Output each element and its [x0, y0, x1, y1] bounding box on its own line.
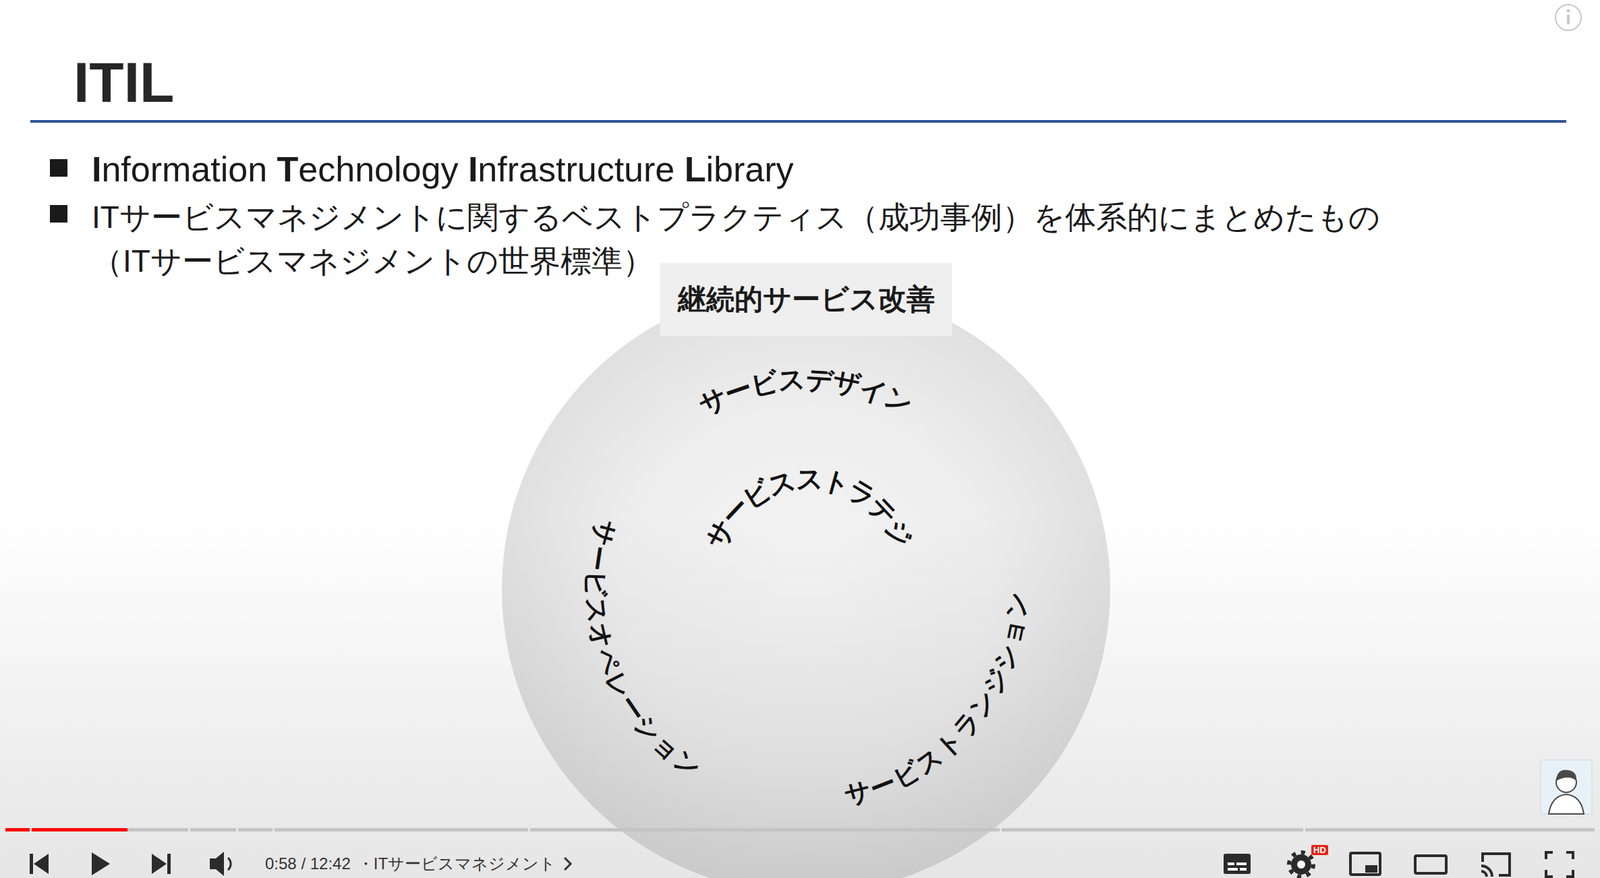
play-icon [91, 852, 110, 876]
word-gap [267, 149, 277, 189]
played-segment [31, 828, 128, 832]
label-glyph: ス [582, 596, 612, 626]
ring-label: 継続的サービス改善 [660, 263, 953, 336]
label-glyph: ス [795, 465, 823, 493]
miniplayer-inner [1365, 865, 1378, 873]
initial-letter: T [277, 149, 299, 189]
avatar-body [1548, 794, 1584, 815]
label-glyph: デ [804, 364, 834, 394]
subtitles-icon [1223, 853, 1251, 875]
progress-segment [1305, 828, 1595, 832]
chapter-chevron [562, 855, 574, 873]
right-controls [1223, 852, 1574, 877]
initial-letter: L [684, 149, 707, 189]
label-glyph: ー [583, 543, 613, 573]
avatar-hair [1556, 770, 1577, 782]
arrow-label: サービスストラテジ [501, 285, 1111, 878]
label-wrap: ITサービスマネジメントに関するベストプラクティス（成功事例）を体系的にまとめた… [91, 195, 1389, 284]
title-wrap: ITIL [73, 53, 175, 111]
word-gap [458, 149, 468, 189]
subtitles-line [1239, 868, 1247, 871]
volume-icon [209, 851, 224, 877]
label-wrap: Information Technology Infrastructure Li… [91, 149, 794, 190]
cast-waves [1481, 866, 1493, 877]
left-controls [29, 851, 231, 877]
info-icon [1555, 4, 1582, 31]
text-line: ITサービスマネジメントに関するベストプラクティス（成功事例）を体系的にまとめた… [91, 195, 1389, 240]
improvement-ring: サービスデザインサービストランジションサービスオペレーションサービスストラテジ継… [501, 285, 1111, 878]
word-gap [674, 149, 684, 189]
word-rest: ibrary [705, 149, 794, 189]
settings-icon [1291, 854, 1312, 875]
hd-badge: HD [1311, 845, 1329, 856]
word-rest: nformation [101, 149, 268, 189]
arrow-label: サービスオペレーション [501, 285, 1111, 878]
bullet-text: ITサービスマネジメントに関するベストプラクティス（成功事例）を体系的にまとめた… [91, 195, 1389, 284]
title-rule [30, 120, 1567, 123]
volume-wave [227, 858, 231, 871]
progress-segment [31, 828, 189, 832]
progress-segment [190, 828, 237, 832]
progress-segment [5, 828, 30, 832]
theater-icon [1415, 855, 1447, 874]
label-glyph: ン [1002, 590, 1031, 620]
cast-icon [1482, 853, 1510, 876]
progress-played [5, 828, 128, 832]
label-wrap: HD [1311, 845, 1329, 856]
subtitles-line [1236, 862, 1247, 866]
settings-hole [1297, 860, 1306, 869]
presenter-avatar [1540, 760, 1592, 815]
miniplayer-icon [1350, 853, 1381, 875]
time-row: 0:58 / 12:42 ・ITサービスマネジメント [265, 853, 574, 875]
info-icon-stem [1566, 14, 1570, 25]
initial-letter: I [468, 149, 478, 189]
fullscreen-icon [1546, 852, 1574, 877]
subtitles-line [1227, 862, 1235, 866]
progress-segment [530, 828, 1000, 832]
text-line: （ITサービスマネジメントの世界標準） [91, 239, 1389, 284]
label-glyph: ビ [748, 366, 781, 399]
slide-title: ITIL [73, 53, 175, 111]
strategy-arrow: サービスストラテジ [501, 285, 1111, 878]
progress-track [5, 828, 1595, 832]
next-icon-bar [167, 853, 171, 875]
chapter-title: ・ITサービスマネジメント [357, 853, 556, 875]
chevron-path [564, 858, 571, 871]
operation-arrow: サービスオペレーション [501, 285, 1111, 878]
next-icon [151, 853, 167, 875]
progress-segment [238, 828, 273, 832]
label-glyph: ス [777, 364, 807, 394]
label-glyph: ョ [996, 615, 1028, 647]
played-segment [5, 828, 30, 832]
label-glyph: ビ [582, 570, 610, 598]
progress-segment [1001, 828, 1304, 832]
word-rest: echnology [298, 149, 459, 189]
word-rest: nfrastructure [477, 149, 675, 189]
bullet-square [49, 159, 68, 177]
initial-letter: I [91, 149, 102, 189]
bullet-text: Information Technology Infrastructure Li… [91, 149, 794, 190]
settings-teeth [1289, 852, 1314, 877]
bullet-square [49, 205, 68, 223]
info-icon-dot [1566, 9, 1571, 13]
avatar-frame [1540, 760, 1592, 815]
prev-icon-bar [29, 853, 34, 875]
time-text: 0:58 / 12:42 [265, 854, 351, 874]
prev-icon [33, 853, 49, 875]
subtitles-line [1227, 868, 1238, 871]
bottom-fade [0, 512, 1600, 878]
ring-label-wrap: 継続的サービス改善 [660, 263, 953, 336]
progress-segment [274, 828, 529, 832]
